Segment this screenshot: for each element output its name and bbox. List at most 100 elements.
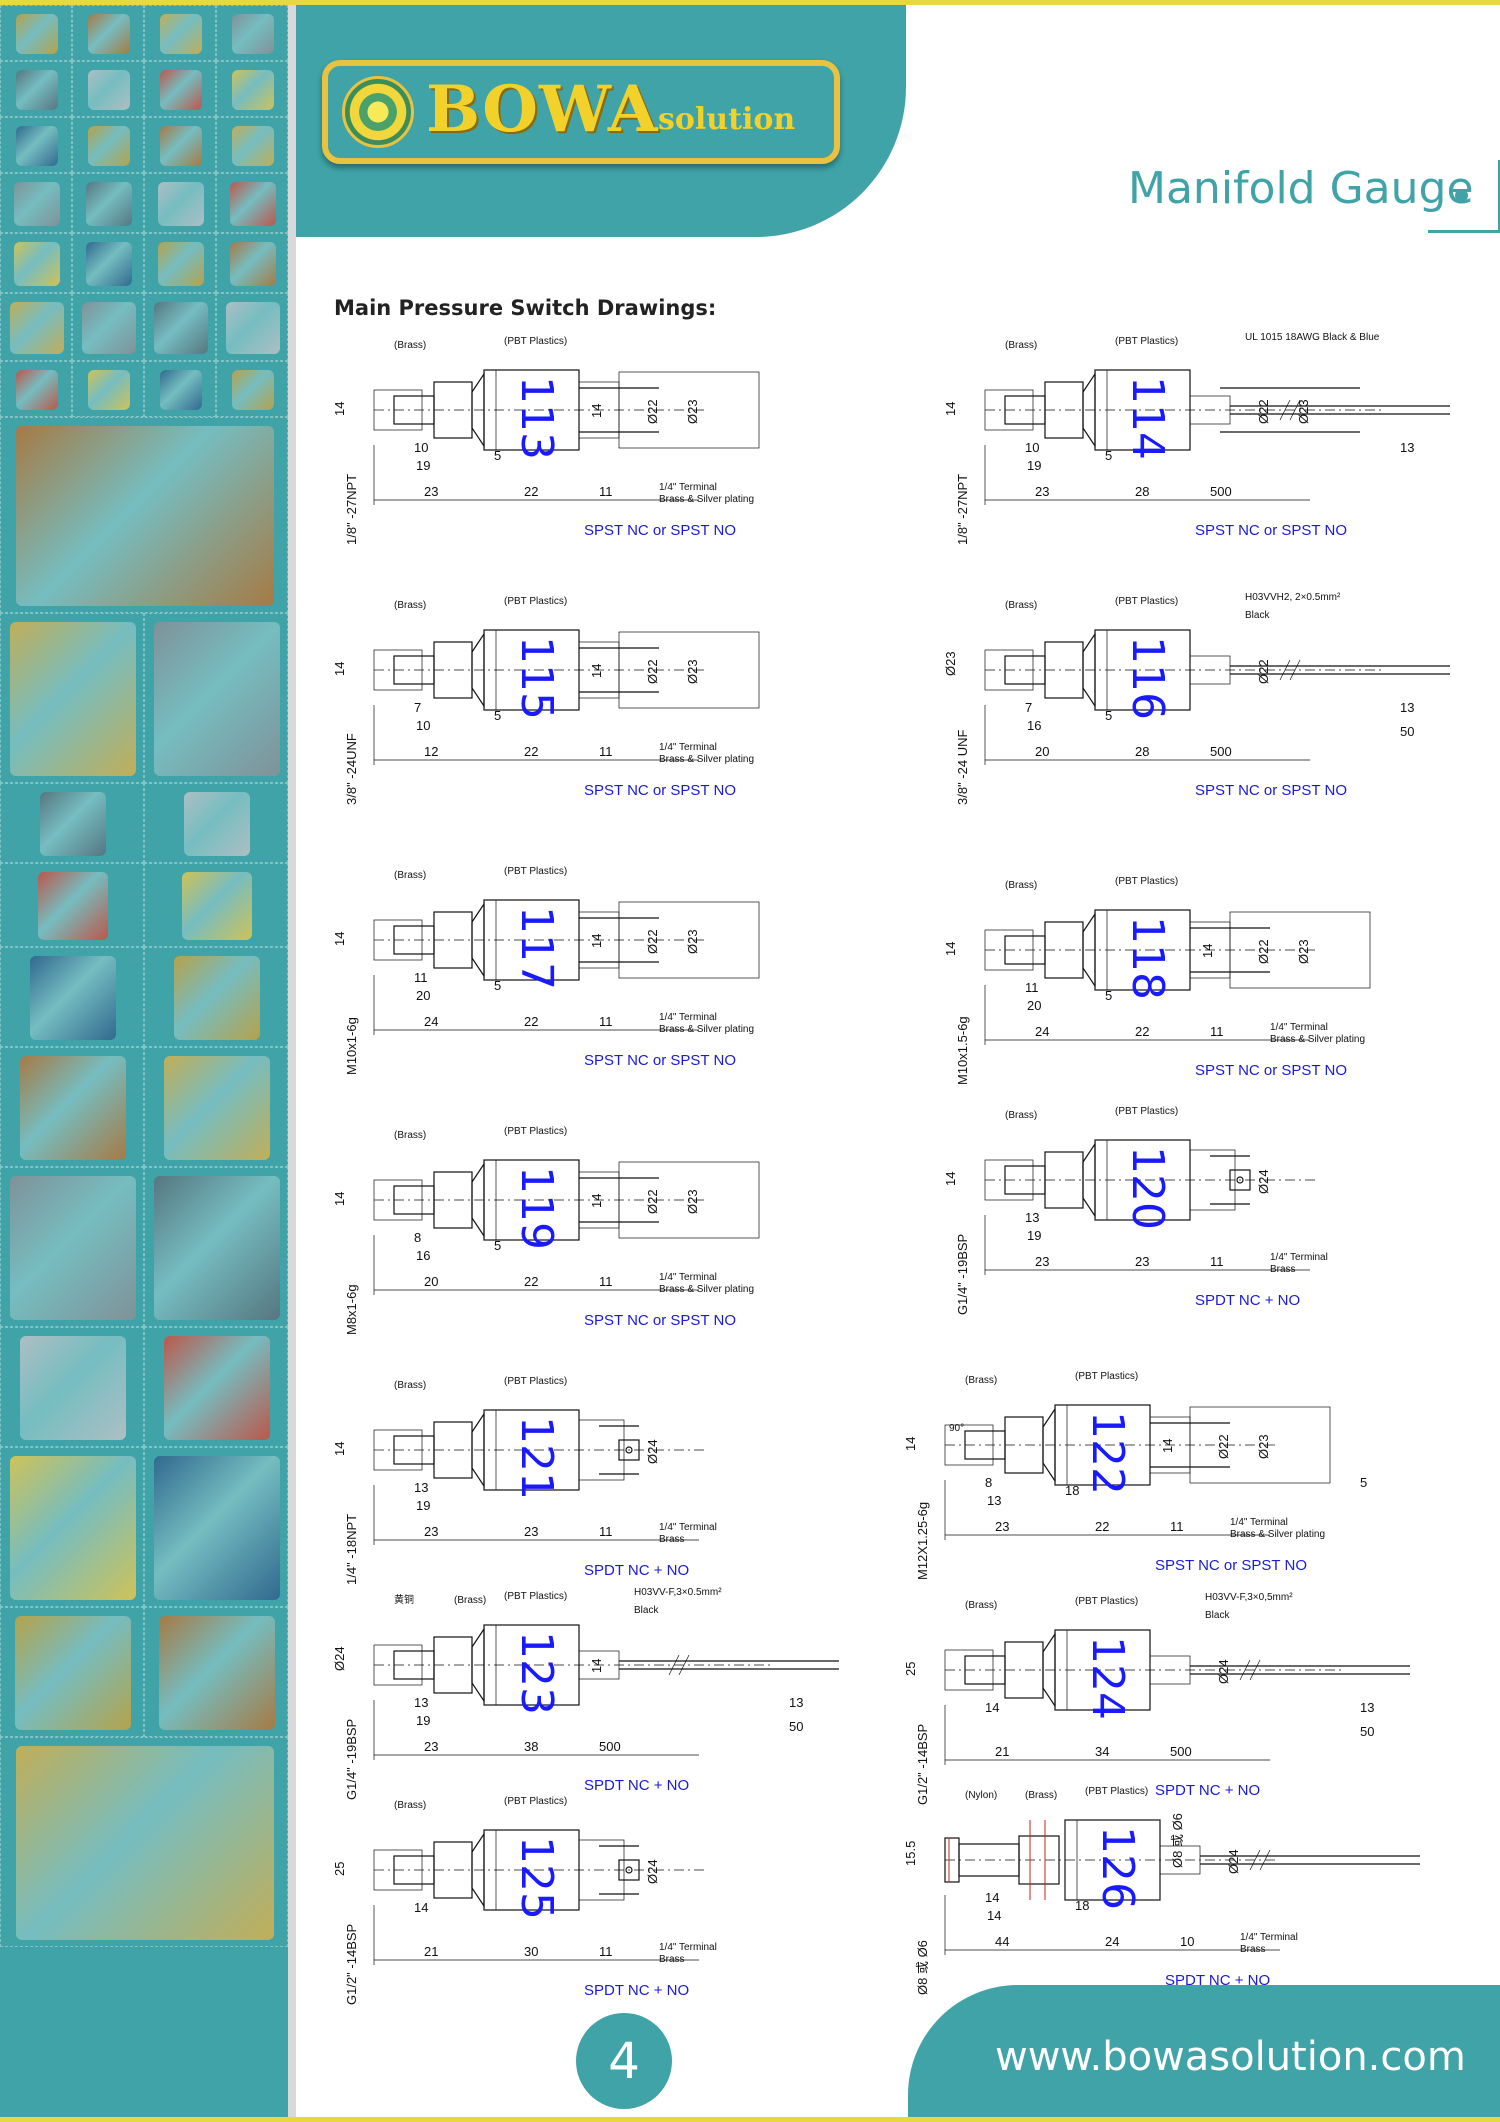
switch-type-caption: SPDT NC + NO xyxy=(1165,1972,1270,1989)
dimension-x: 14 xyxy=(985,1890,999,1905)
dimension-base: 21 xyxy=(995,1744,1009,1759)
dimension-height: 25 xyxy=(332,1862,347,1876)
dimension-base: 11 xyxy=(599,744,613,759)
model-number: 124 xyxy=(1082,1636,1133,1720)
dimension-base: 21 xyxy=(424,1944,438,1959)
wire-spec-label: H03VV-F,3×0,5mm² xyxy=(1205,1592,1293,1603)
dimension-x: 50 xyxy=(789,1719,803,1734)
dimension-base: 23 xyxy=(1035,1254,1049,1269)
dimension-base: 20 xyxy=(424,1274,438,1289)
motor-stator-icon xyxy=(72,361,144,417)
switch-type-caption: SPDT NC + NO xyxy=(1195,1292,1300,1309)
bowa-logo[interactable]: BOWA solution xyxy=(322,60,840,164)
freezer-icon xyxy=(144,1447,288,1607)
terminal-housing xyxy=(1189,1149,1236,1211)
display-fridge-icon xyxy=(0,1327,144,1447)
drawing-svg: 122(Brass)(PBT Plastics)1/4" TerminalBra… xyxy=(903,1371,1367,1580)
terminal-housing xyxy=(578,1839,625,1901)
cable-break xyxy=(668,1654,690,1676)
dimension-x: 20 xyxy=(416,988,430,1003)
model-number: 119 xyxy=(511,1166,562,1250)
material-label: (Brass) xyxy=(965,1600,997,1611)
terminal-hole xyxy=(1236,1176,1244,1184)
product-thumbnail xyxy=(154,622,280,776)
terminal-block xyxy=(1229,1169,1251,1191)
product-thumbnail xyxy=(86,242,132,286)
thread-section xyxy=(373,1849,423,1891)
footer-band xyxy=(908,1985,1500,2117)
dimension-x: 13 xyxy=(1400,440,1414,455)
dimension-base: 11 xyxy=(1170,1519,1184,1534)
dimension-base: 24 xyxy=(1105,1934,1119,1949)
switch-type-caption: SPST NC or SPST NO xyxy=(1195,782,1347,799)
dimension-base: 11 xyxy=(1210,1254,1224,1269)
product-thumbnail xyxy=(88,70,130,110)
dimension-x: 13 xyxy=(1025,1210,1039,1225)
product-thumbnail xyxy=(154,1176,280,1320)
product-thumbnail xyxy=(10,302,64,354)
dimension-inner: 14 xyxy=(589,664,604,678)
product-thumbnail xyxy=(160,70,202,110)
material-label: (Brass) xyxy=(394,340,426,351)
dimension-base: 12 xyxy=(424,744,438,759)
copper-fitting-icon xyxy=(72,61,144,117)
dimension-base: 11 xyxy=(599,1944,613,1959)
dimension-base: 500 xyxy=(1210,484,1232,499)
product-thumbnail xyxy=(184,792,250,856)
material-label: (PBT Plastics) xyxy=(1115,336,1178,347)
material-label: (Brass) xyxy=(965,1375,997,1386)
dimension-diameter: Ø23 xyxy=(1296,939,1311,964)
vacuum-pump-icon xyxy=(144,783,288,863)
material-label: (PBT Plastics) xyxy=(1085,1786,1148,1797)
dimension-base: 38 xyxy=(524,1739,538,1754)
product-thumbnail xyxy=(88,126,130,166)
dimension-base: 24 xyxy=(1035,1024,1049,1039)
thread-spec: M10x1.5-6g xyxy=(955,1016,970,1085)
material-label: (PBT Plastics) xyxy=(1115,1106,1178,1117)
dimension-base: 22 xyxy=(1095,1519,1109,1534)
material-label: (Brass) xyxy=(394,600,426,611)
thread-section xyxy=(373,1179,423,1221)
dimension-x: 13 xyxy=(1360,1700,1374,1715)
product-thumbnail xyxy=(82,302,136,354)
product-thumbnail xyxy=(88,370,130,410)
strain-relief xyxy=(1189,655,1231,685)
dimension-height: 14 xyxy=(332,1442,347,1456)
material-label: (Brass) xyxy=(1005,600,1037,611)
expansion-valve-icon xyxy=(0,613,144,783)
brass-fitting-icon xyxy=(0,5,72,61)
top-accent-line xyxy=(0,0,1500,5)
scroll-compressor-icon xyxy=(72,293,144,361)
temperature-controller-icon xyxy=(144,1167,288,1327)
dimension-height: 14 xyxy=(943,402,958,416)
thread-spec: G1/4" -19BSP xyxy=(344,1719,359,1800)
product-thumbnail xyxy=(40,792,106,856)
material-label: (Brass) xyxy=(394,1130,426,1141)
angle-label: 90° xyxy=(949,1423,964,1434)
terminal-hole xyxy=(625,1446,633,1454)
drawing-116: 116(Brass)(PBT Plastics)H03VVH2, 2×0.5mm… xyxy=(943,592,1465,830)
dimension-height: 14 xyxy=(943,942,958,956)
dimension-inner: 14 xyxy=(589,404,604,418)
model-number: 126 xyxy=(1092,1826,1143,1910)
product-thumbnail xyxy=(10,622,136,776)
dimension-x: 5 xyxy=(1360,1475,1367,1490)
dimension-x: 5 xyxy=(494,448,501,463)
product-thumbnail xyxy=(164,1056,270,1160)
wire-color-label: Black xyxy=(1245,610,1270,621)
product-thumbnail xyxy=(154,302,208,354)
motor-stator-icon xyxy=(216,361,288,417)
product-thumbnail xyxy=(160,14,202,54)
scroll-compressor-icon xyxy=(0,293,72,361)
product-thumbnail xyxy=(16,426,274,606)
valve-icon xyxy=(0,417,288,613)
thread-section xyxy=(373,389,423,431)
dimension-diameter: Ø23 xyxy=(685,659,700,684)
terminal-housing xyxy=(578,1419,625,1481)
terminal-label: Brass & Silver plating xyxy=(659,1284,754,1295)
product-thumbnail xyxy=(164,1336,270,1440)
website-link[interactable]: www.bowasolution.com xyxy=(995,2034,1466,2080)
